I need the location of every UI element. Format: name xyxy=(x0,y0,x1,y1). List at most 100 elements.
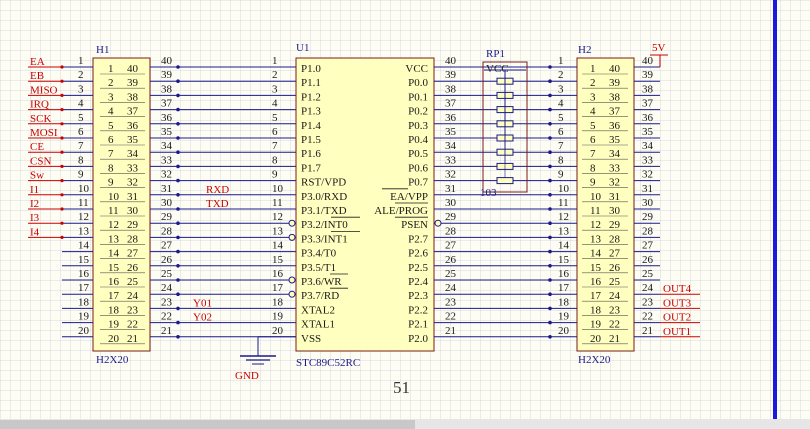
h1-inner-left-num: 10 xyxy=(108,191,120,203)
u1-right-pin-name: ALE/PROG xyxy=(374,205,428,217)
h1-inner-left-num: 7 xyxy=(108,148,114,160)
h1-signal-label: IRQ xyxy=(30,99,49,111)
u1-right-pin-num: 40 xyxy=(445,55,457,67)
h1-right-pin-num: 32 xyxy=(161,169,172,181)
h1-inner-left-num: 1 xyxy=(108,63,114,75)
h2-right-pin-num: 22 xyxy=(642,311,653,323)
u1-left-pin-name: P1.1 xyxy=(301,77,321,89)
h2-right-pin-num: 32 xyxy=(642,169,653,181)
h2-inner-right-num: 22 xyxy=(609,319,620,331)
h2-right-pin-num: 26 xyxy=(642,254,654,266)
signal-junction xyxy=(60,93,64,97)
h1-inner-left-num: 20 xyxy=(108,333,120,345)
h2-inner-right-num: 26 xyxy=(609,262,621,274)
signal-junction xyxy=(60,108,64,112)
output-label: OUT2 xyxy=(663,312,691,324)
u1-type-label: STC89C52RC xyxy=(296,357,360,369)
u1-inverted-pin-bubble xyxy=(288,233,296,241)
h1-inner-right-num: 33 xyxy=(127,162,139,174)
u1-right-pin-name: EA/VPP xyxy=(390,191,428,203)
u1-right-pin-name: P0.1 xyxy=(408,91,428,103)
u1-left-pin-num: 15 xyxy=(272,254,284,266)
h1-left-pin-num: 4 xyxy=(78,98,84,110)
u1-left-pin-name: XTAL1 xyxy=(301,319,335,331)
u1-left-pin-num: 14 xyxy=(272,240,284,252)
u1-right-pin-num: 38 xyxy=(445,83,457,95)
h2-right-pin-num: 24 xyxy=(642,282,654,294)
h1-left-pin-num: 1 xyxy=(78,55,84,67)
h1-right-pin-num: 23 xyxy=(161,296,173,308)
u1-left-pin-name: P3.1/TXD xyxy=(301,205,347,217)
h2-inner-left-num: 5 xyxy=(590,120,596,132)
u1-right-pin-name: P2.1 xyxy=(408,319,428,331)
h2-inner-left-num: 14 xyxy=(590,248,602,260)
u1-left-pin-name: P3.5/T1 xyxy=(301,262,336,274)
h1-inner-left-num: 4 xyxy=(108,106,114,118)
h2-inner-right-num: 39 xyxy=(609,77,621,89)
h1-signal-label: I4 xyxy=(30,226,40,238)
h1-inner-left-num: 17 xyxy=(108,290,120,302)
h1-left-pin-num: 3 xyxy=(78,83,84,95)
u1-right-pin-name: P0.4 xyxy=(408,134,428,146)
h2-connector-body[interactable] xyxy=(576,57,635,352)
h2-inner-left-num: 11 xyxy=(590,205,601,217)
h2-inner-left-num: 2 xyxy=(590,77,596,89)
h2-left-pin-num: 10 xyxy=(558,183,570,195)
h1-inner-left-num: 14 xyxy=(108,248,120,260)
h2-left-pin-num: 11 xyxy=(558,197,569,209)
u1-left-pin-name: P1.3 xyxy=(301,106,321,118)
h2-left-pin-num: 19 xyxy=(558,311,570,323)
u1-left-pin-name: P1.5 xyxy=(301,134,321,146)
u1-right-pin-name: P0.5 xyxy=(408,148,428,160)
u1-left-pin-num: 1 xyxy=(272,55,278,67)
u1-mcu-body[interactable] xyxy=(295,57,435,352)
h2-left-pin-num: 5 xyxy=(558,112,564,124)
h1-signal-label: EA xyxy=(30,56,45,68)
scrollbar-thumb[interactable] xyxy=(0,420,415,429)
h2-inner-left-num: 12 xyxy=(590,219,601,231)
rp1-resistor-pack-body[interactable] xyxy=(482,61,528,193)
u1-left-pin-name: P1.0 xyxy=(301,63,321,75)
h2-inner-left-num: 1 xyxy=(590,63,596,75)
net-label-y02: Y02 xyxy=(193,312,212,324)
u1-right-pin-num: 22 xyxy=(445,311,456,323)
u1-right-pin-num: 30 xyxy=(445,197,457,209)
h2-right-pin-num: 37 xyxy=(642,98,654,110)
h2-right-pin-num: 36 xyxy=(642,112,654,124)
h1-inner-right-num: 24 xyxy=(127,290,139,302)
u1-left-pin-name: P3.4/T0 xyxy=(301,248,337,260)
u1-right-pin-name: P0.7 xyxy=(408,177,428,189)
signal-junction xyxy=(60,193,64,197)
u1-left-pin-name: P1.7 xyxy=(301,162,321,174)
h2-right-pin-num: 27 xyxy=(642,240,654,252)
h2-inner-right-num: 23 xyxy=(609,304,621,316)
u1-right-pin-num: 35 xyxy=(445,126,457,138)
h1-inner-right-num: 21 xyxy=(127,333,138,345)
h1-signal-label: MOSI xyxy=(30,127,58,139)
h1-connector-body[interactable] xyxy=(92,57,151,352)
h1-inner-right-num: 22 xyxy=(127,319,138,331)
h1-inner-right-num: 39 xyxy=(127,77,139,89)
u1-left-pin-name: P3.3/INT1 xyxy=(301,233,348,245)
u1-left-pin-num: 19 xyxy=(272,311,284,323)
h1-left-pin-num: 9 xyxy=(78,169,84,181)
h2-right-pin-num: 29 xyxy=(642,211,654,223)
h1-right-pin-num: 25 xyxy=(161,268,173,280)
h2-inner-left-num: 15 xyxy=(590,262,602,274)
u1-right-pin-num: 29 xyxy=(445,211,457,223)
h1-signal-label: SCK xyxy=(30,113,51,125)
rp1-ref-label: RP1 xyxy=(486,48,505,60)
u1-right-pin-num: 36 xyxy=(445,112,457,124)
output-label: OUT3 xyxy=(663,297,692,309)
h2-inner-left-num: 8 xyxy=(590,162,596,174)
signal-junction xyxy=(60,122,64,126)
h1-inner-right-num: 31 xyxy=(127,191,138,203)
u1-right-pin-num: 37 xyxy=(445,98,457,110)
u1-left-pin-num: 8 xyxy=(272,154,278,166)
u1-left-pin-num: 9 xyxy=(272,169,278,181)
u1-left-pin-name: P3.0/RXD xyxy=(301,191,347,203)
h2-right-pin-num: 31 xyxy=(642,183,653,195)
h1-signal-label: I2 xyxy=(30,198,39,210)
h2-right-pin-num: 25 xyxy=(642,268,654,280)
